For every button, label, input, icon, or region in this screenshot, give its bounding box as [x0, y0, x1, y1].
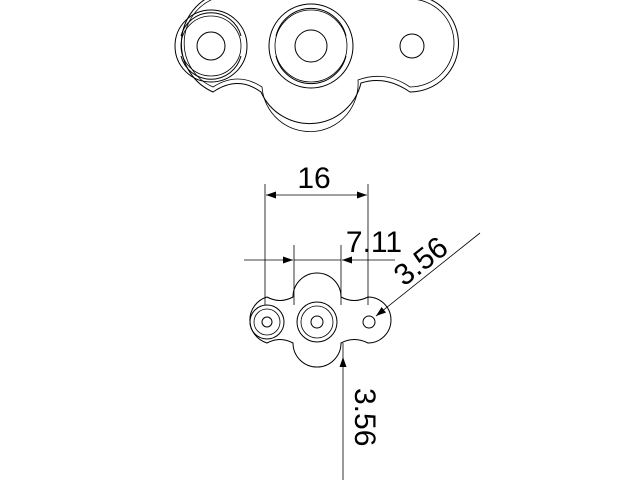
dim-356-vertical-label: 3.56 [348, 388, 381, 446]
roller-center [268, 3, 354, 89]
roller-left [174, 9, 248, 83]
dim-16-label: 16 [297, 162, 330, 195]
chain-bottom-view [249, 272, 392, 368]
small-roller-left [249, 304, 285, 340]
chain-top-view [174, 0, 459, 133]
pin-hole-right [399, 33, 425, 59]
chain-inner-outline [183, 0, 455, 133]
dim-711-label: 7.11 [346, 226, 402, 259]
small-roller-center [296, 301, 338, 343]
small-pin-hole [362, 315, 376, 329]
dim-356-leader-diagonal [375, 232, 481, 317]
dimension-lines [244, 184, 481, 480]
chain-small-outline [249, 272, 392, 368]
